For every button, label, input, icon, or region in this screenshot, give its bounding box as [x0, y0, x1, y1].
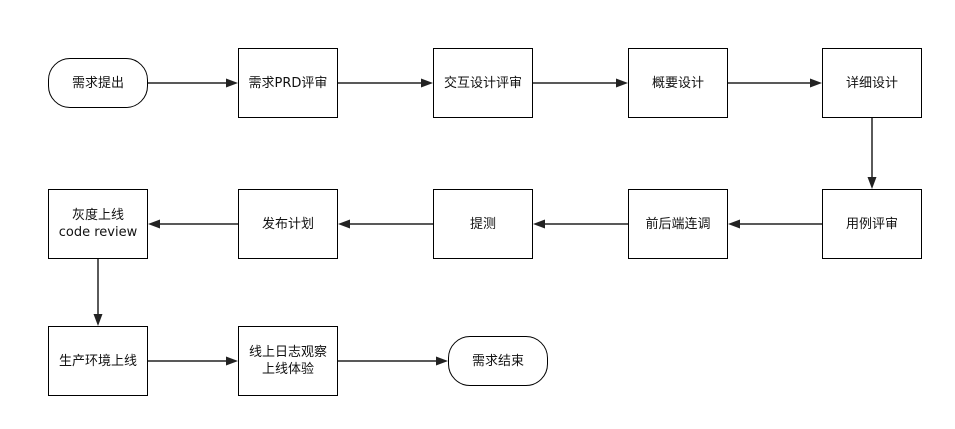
node-submit-test[interactable]: 提测: [433, 189, 533, 259]
node-observe-label: 线上日志观察 上线体验: [248, 345, 327, 377]
node-prd-review-label: 需求PRD评审: [248, 75, 328, 91]
arrowhead-prd_review-to-interaction_review: [421, 78, 433, 88]
node-end[interactable]: 需求结束: [448, 336, 548, 386]
arrowhead-observe-to-end: [436, 356, 448, 366]
node-release-plan-label: 发布计划: [261, 216, 314, 232]
arrowhead-start-to-prd_review: [226, 78, 238, 88]
node-start-label: 需求提出: [71, 75, 124, 91]
node-detail-design-label: 详细设计: [845, 75, 898, 91]
node-outline-design[interactable]: 概要设计: [628, 48, 728, 118]
node-observe[interactable]: 线上日志观察 上线体验: [238, 326, 338, 396]
node-start[interactable]: 需求提出: [48, 58, 148, 108]
node-testcase-review-label: 用例评审: [845, 216, 898, 232]
node-interaction-review-label: 交互设计评审: [443, 75, 522, 91]
arrowhead-gray_release-to-prod_release: [93, 314, 103, 326]
node-gray-release[interactable]: 灰度上线 code review: [48, 189, 148, 259]
arrowhead-release_plan-to-gray_release: [148, 219, 160, 229]
arrowhead-outline_design-to-detail_design: [810, 78, 822, 88]
node-prod-release[interactable]: 生产环境上线: [48, 326, 148, 396]
node-interaction-review[interactable]: 交互设计评审: [433, 48, 533, 118]
node-release-plan[interactable]: 发布计划: [238, 189, 338, 259]
node-integration[interactable]: 前后端连调: [628, 189, 728, 259]
node-integration-label: 前后端连调: [645, 216, 711, 232]
arrowhead-detail_design-to-testcase_review: [867, 177, 877, 189]
arrowhead-prod_release-to-observe: [226, 356, 238, 366]
node-testcase-review[interactable]: 用例评审: [822, 189, 922, 259]
arrowhead-testcase_review-to-integration: [728, 219, 740, 229]
node-gray-release-label: 灰度上线 code review: [58, 208, 138, 240]
node-outline-design-label: 概要设计: [651, 75, 704, 91]
node-prod-release-label: 生产环境上线: [58, 353, 137, 369]
node-prd-review[interactable]: 需求PRD评审: [238, 48, 338, 118]
arrowhead-submit_test-to-release_plan: [338, 219, 350, 229]
arrowhead-interaction_review-to-outline_design: [616, 78, 628, 88]
arrowhead-integration-to-submit_test: [533, 219, 545, 229]
node-end-label: 需求结束: [471, 353, 524, 369]
node-detail-design[interactable]: 详细设计: [822, 48, 922, 118]
node-submit-test-label: 提测: [469, 216, 496, 232]
